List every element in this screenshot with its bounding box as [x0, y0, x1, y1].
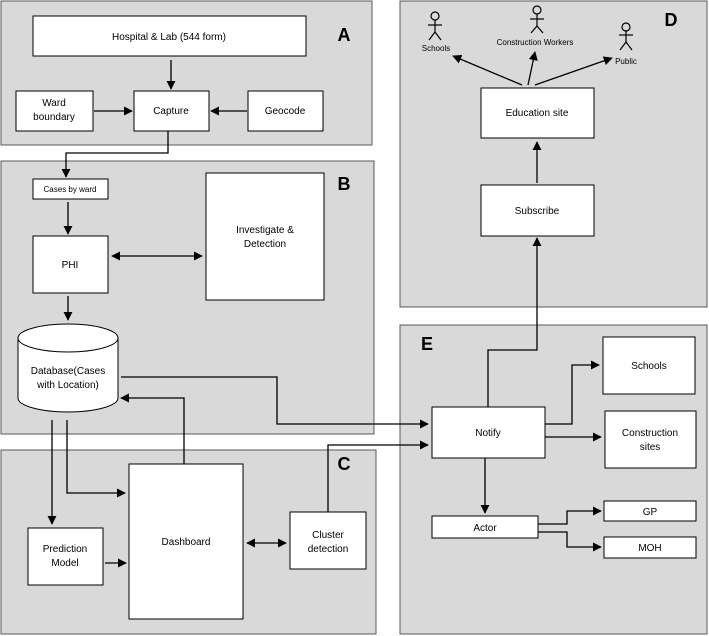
phi-box [32, 235, 109, 294]
arrow-actor-to-gp [538, 506, 602, 525]
notify-box [431, 406, 546, 459]
dashboard-label: Dashboard [162, 537, 211, 548]
database-label-line1: Database(Cases [31, 366, 105, 377]
geocode-box [247, 90, 324, 132]
connectors [47, 51, 613, 568]
arrow-education-to-public [534, 56, 613, 86]
construction-sites-label-line2: sites [640, 442, 661, 453]
public-actor-icon [619, 22, 633, 51]
construction-workers-actor-label: Construction Workers [497, 38, 574, 47]
construction-sites-label-line1: Construction [622, 428, 678, 439]
arrow-education-to-schools [452, 54, 523, 86]
arrow-notify-to-schools [545, 360, 600, 425]
panel-d [399, 0, 708, 308]
notify-label: Notify [475, 428, 501, 439]
prediction-model-label-line2: Model [51, 558, 78, 569]
capture-box [133, 90, 210, 132]
hospital-lab-box [32, 15, 307, 57]
investigate-detection-label-line1: Investigate & [236, 225, 294, 236]
schools-box [602, 336, 696, 395]
hospital-lab-label: Hospital & Lab (544 form) [112, 32, 226, 43]
gp-label: GP [643, 507, 658, 518]
moh-box [603, 536, 697, 559]
schools-actor-icon [428, 11, 442, 41]
cases-by-ward-label: Cases by ward [44, 185, 97, 194]
ward-boundary-label-line1: Ward [42, 98, 66, 109]
actor-label: Actor [473, 523, 497, 534]
database-label-line2: with Location) [36, 380, 99, 391]
moh-label: MOH [638, 543, 661, 554]
ward-boundary-box [15, 90, 94, 132]
subscribe-label: Subscribe [515, 206, 560, 217]
subscribe-box [480, 184, 595, 237]
schools-label: Schools [631, 361, 667, 372]
capture-label: Capture [153, 106, 189, 117]
panel-e-label: E [421, 334, 433, 354]
phi-label: PHI [62, 260, 79, 271]
arrow-dashboard-to-database [120, 393, 185, 464]
panel-c-label: C [338, 454, 351, 474]
construction-workers-actor-icon [530, 5, 544, 34]
education-site-box [480, 87, 595, 139]
cases-by-ward-box [32, 178, 109, 200]
database-cylinder [17, 323, 119, 413]
arrow-education-to-workers [527, 51, 538, 86]
panel-b-label: B [338, 174, 351, 194]
schools-actor-label: Schools [422, 44, 450, 53]
education-site-label: Education site [506, 108, 569, 119]
arrow-notify-to-subscribe [487, 237, 542, 407]
arrow-cluster-to-notify [327, 440, 429, 512]
investigate-detection-box [205, 172, 325, 301]
arrow-database-to-dashboard [66, 420, 126, 498]
panel-a-label: A [338, 25, 351, 45]
cluster-detection-label-line2: detection [308, 544, 349, 555]
geocode-label: Geocode [265, 106, 306, 117]
arrow-database-to-notify [121, 376, 429, 429]
dashboard-box [128, 463, 244, 620]
actor-box [431, 515, 539, 539]
arrow-actor-to-moh [538, 531, 602, 552]
ward-boundary-label-line2: boundary [33, 112, 75, 123]
public-actor-label: Public [615, 57, 637, 66]
prediction-model-label-line1: Prediction [43, 544, 87, 555]
gp-box [603, 500, 697, 522]
cluster-detection-box [289, 511, 367, 570]
arrow-capture-to-cases [61, 131, 169, 178]
investigate-detection-label-line2: Detection [244, 239, 286, 250]
panel-d-label: D [665, 10, 678, 30]
prediction-model-box [27, 527, 104, 586]
construction-sites-box [604, 410, 697, 469]
cluster-detection-label-line1: Cluster [312, 530, 344, 541]
